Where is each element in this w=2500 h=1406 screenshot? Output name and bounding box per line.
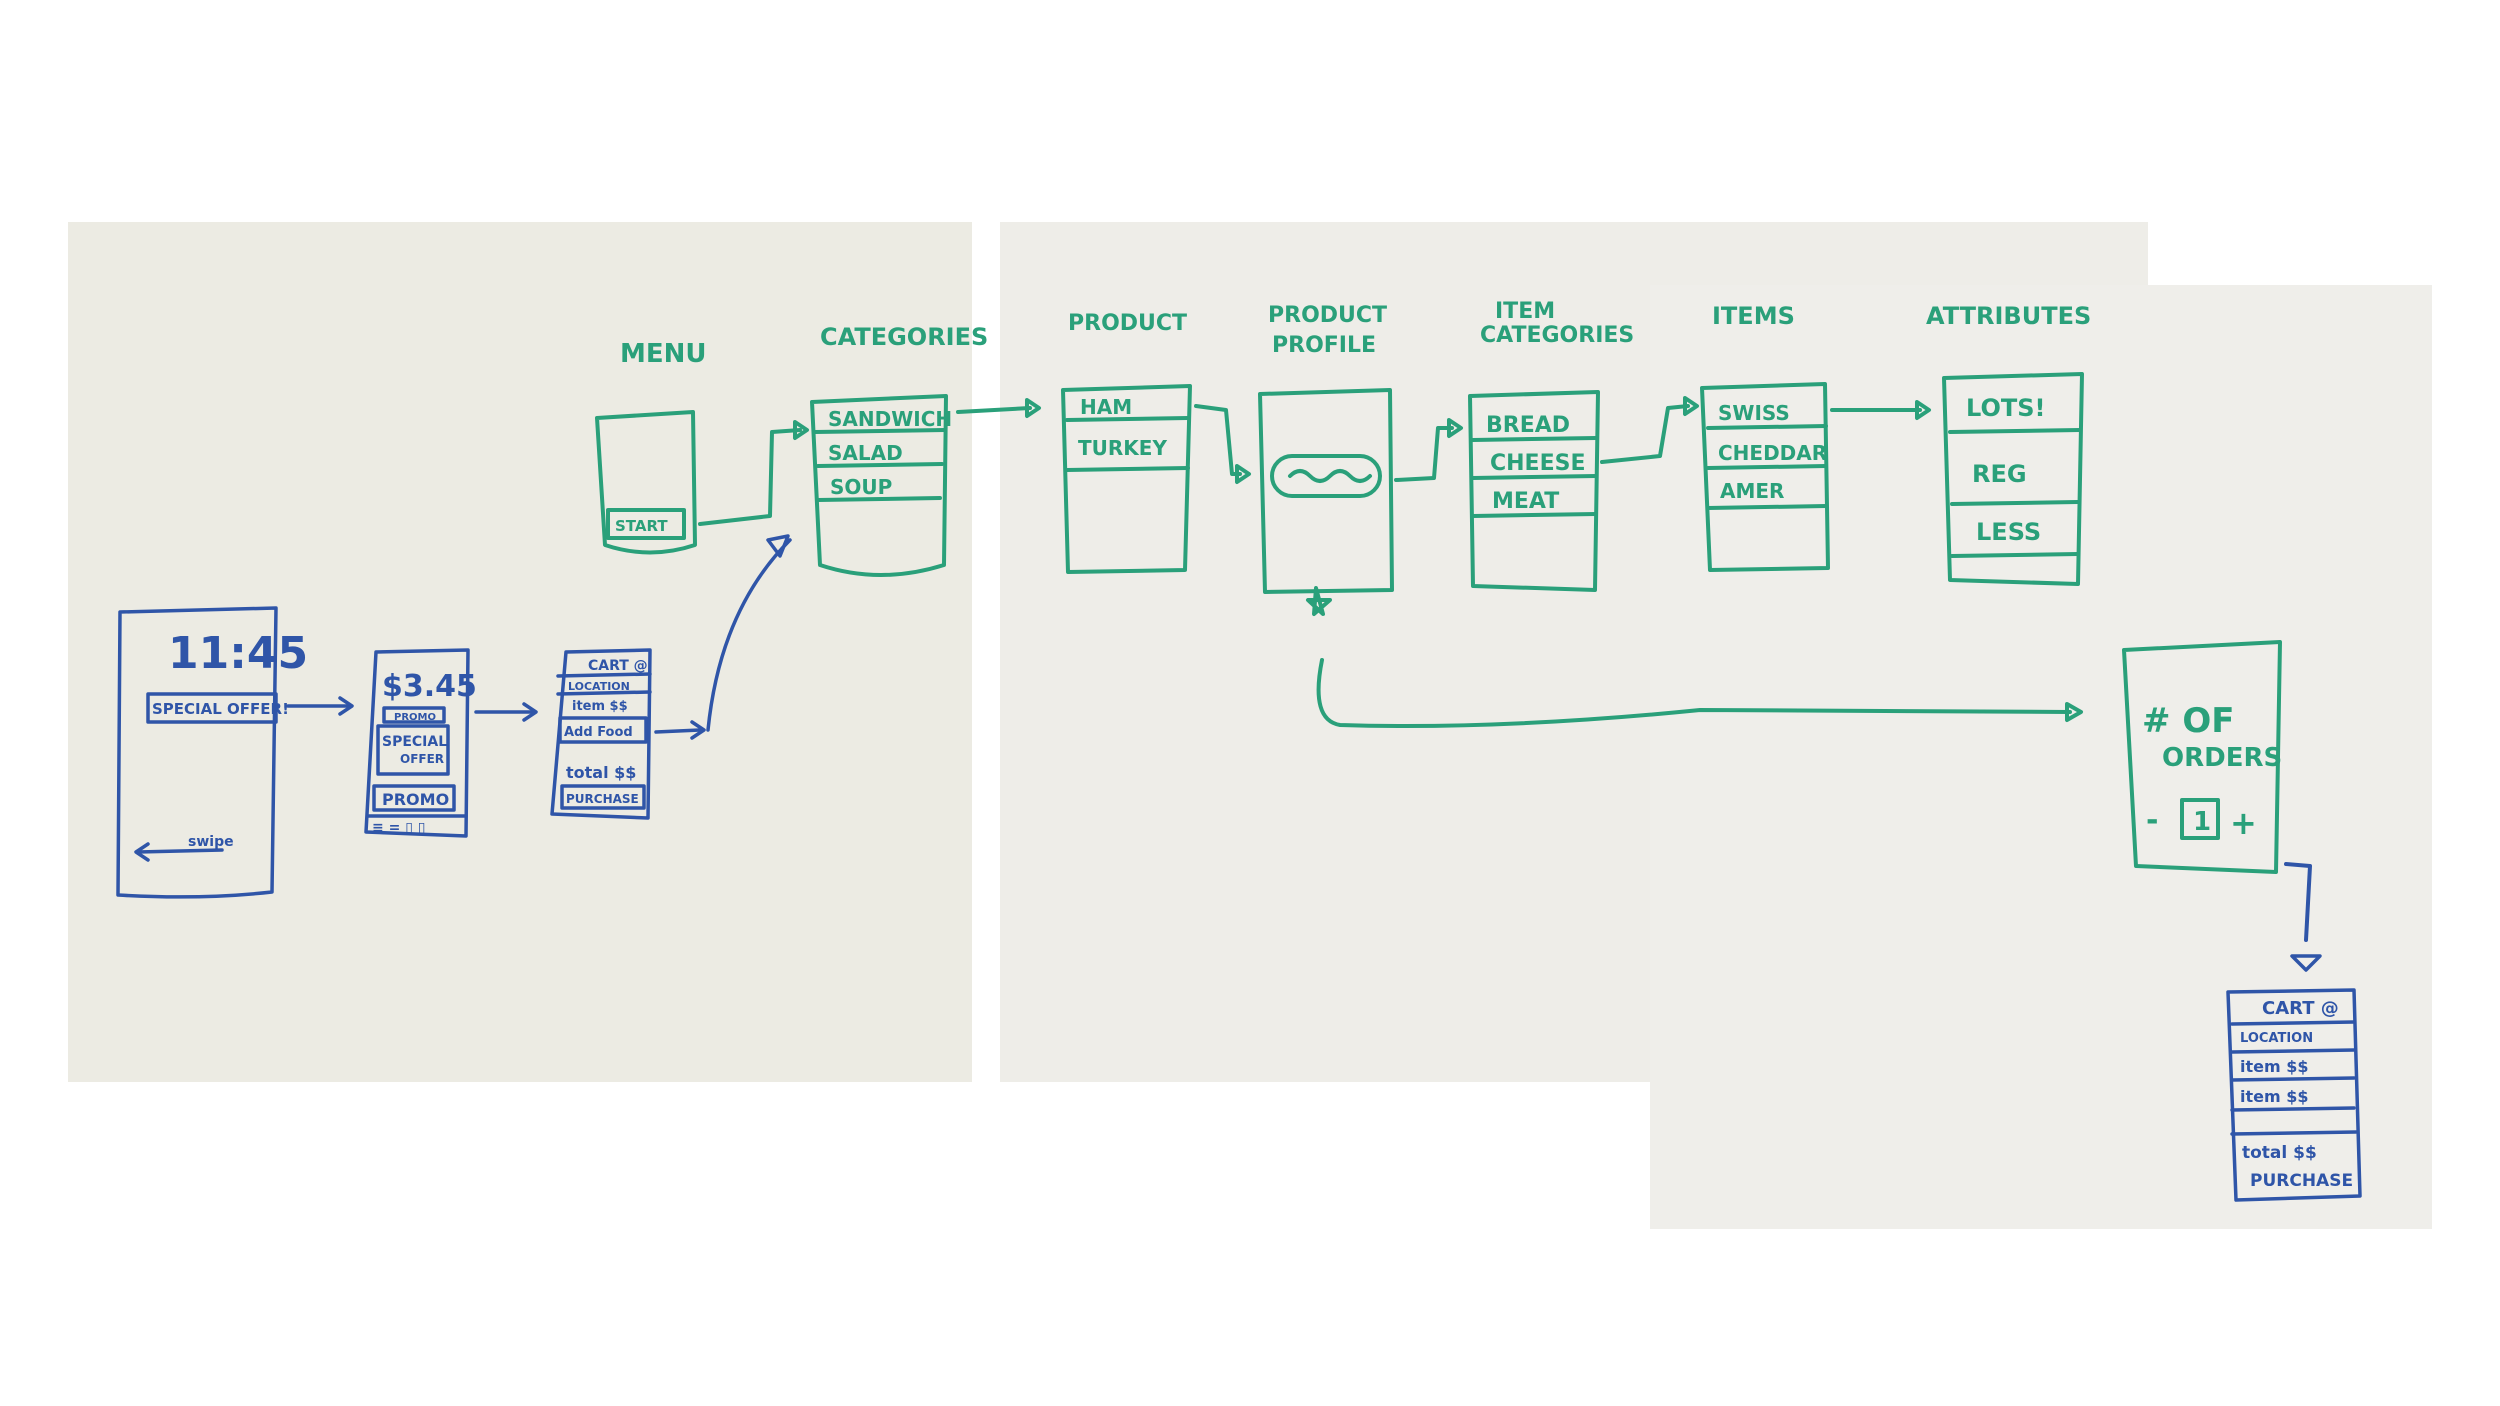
stage-label-attributes: ATTRIBUTES bbox=[1926, 302, 2091, 330]
product-screen: HAM TURKEY bbox=[1063, 386, 1190, 572]
offer-screen: $3.45 PROMO SPECIAL OFFER PROMO ≡ = ▯ ▯ bbox=[366, 650, 477, 836]
cart-small-item: item $$ bbox=[572, 699, 628, 714]
stage-label-product-profile-2: PROFILE bbox=[1272, 333, 1376, 358]
cart-final-item-2: item $$ bbox=[2240, 1087, 2309, 1106]
cart-screen-final: CART @ LOCATION item $$ item $$ total $$… bbox=[2228, 990, 2360, 1200]
product-item-turkey[interactable]: TURKEY bbox=[1078, 436, 1167, 460]
item-swiss[interactable]: SWISS bbox=[1718, 401, 1790, 425]
cart-screen-small: CART @ LOCATION item $$ Add Food total $… bbox=[552, 650, 650, 818]
arrow-orders-to-cart bbox=[2286, 864, 2310, 940]
item-category-meat[interactable]: MEAT bbox=[1492, 489, 1559, 514]
lock-screen-time: 11:45 bbox=[168, 628, 308, 679]
item-amer[interactable]: AMER bbox=[1720, 479, 1784, 503]
item-categories-screen: BREAD CHEESE MEAT bbox=[1470, 392, 1598, 590]
product-profile-screen bbox=[1260, 390, 1392, 592]
stage-label-menu: MENU bbox=[620, 339, 707, 369]
attribute-less[interactable]: LESS bbox=[1976, 518, 2041, 546]
attribute-reg[interactable]: REG bbox=[1972, 460, 2027, 488]
cart-final-total: total $$ bbox=[2242, 1143, 2317, 1163]
offer-bottom-nav[interactable]: ≡ = ▯ ▯ bbox=[372, 820, 426, 836]
category-item-sandwich[interactable]: SANDWICH bbox=[828, 407, 952, 431]
stage-label-items: ITEMS bbox=[1712, 302, 1795, 330]
offer-special-2: OFFER bbox=[400, 752, 444, 766]
lock-screen: 11:45 SPECIAL OFFER! swipe bbox=[118, 608, 308, 897]
arrow-cart-to-menu-b bbox=[708, 540, 790, 730]
item-cheddar[interactable]: CHEDDAR bbox=[1718, 441, 1827, 465]
cart-final-purchase[interactable]: PURCHASE bbox=[2250, 1171, 2353, 1191]
orders-label-1: # OF bbox=[2142, 701, 2234, 741]
orders-screen: # OF ORDERS - 1 + bbox=[2124, 642, 2282, 872]
arrow-item-categories-to-items bbox=[1602, 406, 1688, 462]
item-category-cheese[interactable]: CHEESE bbox=[1490, 451, 1586, 476]
orders-quantity[interactable]: 1 bbox=[2193, 807, 2211, 837]
stage-label-categories: CATEGORIES bbox=[820, 323, 988, 351]
cart-final-location: LOCATION bbox=[2240, 1031, 2313, 1046]
offer-price: $3.45 bbox=[382, 669, 477, 704]
menu-screen: START bbox=[597, 412, 695, 553]
stage-label-product-profile-1: PRODUCT bbox=[1268, 303, 1387, 328]
arrow-categories-to-product bbox=[958, 408, 1030, 412]
arrow-product-to-profile bbox=[1196, 406, 1240, 474]
stage-label-item-categories-1: ITEM bbox=[1495, 299, 1555, 324]
stage-label-product: PRODUCT bbox=[1068, 311, 1187, 336]
cart-small-title: CART @ bbox=[588, 658, 648, 674]
attributes-screen: LOTS! REG LESS bbox=[1944, 374, 2082, 584]
arrow-cart-to-menu-a bbox=[656, 730, 700, 732]
cart-final-item-1: item $$ bbox=[2240, 1057, 2309, 1076]
orders-minus-button[interactable]: - bbox=[2146, 803, 2158, 838]
attribute-lots[interactable]: LOTS! bbox=[1966, 394, 2045, 422]
cart-small-add-food[interactable]: Add Food bbox=[564, 725, 633, 740]
arrow-profile-to-item-categories bbox=[1396, 428, 1452, 480]
category-item-soup[interactable]: SOUP bbox=[830, 475, 892, 499]
product-item-ham[interactable]: HAM bbox=[1080, 395, 1132, 419]
items-screen: SWISS CHEDDAR AMER bbox=[1702, 384, 1828, 570]
orders-label-2: ORDERS bbox=[2162, 743, 2282, 773]
item-category-bread[interactable]: BREAD bbox=[1486, 413, 1570, 438]
arrow-profile-to-orders bbox=[1319, 660, 2070, 726]
offer-promo-button[interactable]: PROMO bbox=[382, 790, 449, 809]
swipe-hint[interactable]: swipe bbox=[188, 834, 234, 850]
categories-screen: SANDWICH SALAD SOUP bbox=[812, 396, 952, 575]
lock-screen-offer[interactable]: SPECIAL OFFER! bbox=[152, 700, 289, 718]
category-item-salad[interactable]: SALAD bbox=[828, 441, 903, 465]
swipe-arrow-icon bbox=[138, 850, 222, 852]
stage-label-item-categories-2: CATEGORIES bbox=[1480, 323, 1634, 348]
orders-plus-button[interactable]: + bbox=[2230, 804, 2257, 842]
cart-small-purchase[interactable]: PURCHASE bbox=[566, 792, 639, 806]
cart-small-total: total $$ bbox=[566, 763, 636, 782]
cart-final-title: CART @ bbox=[2262, 998, 2339, 1019]
start-button[interactable]: START bbox=[615, 517, 668, 535]
offer-price-sub[interactable]: PROMO bbox=[394, 712, 436, 723]
offer-special-1: SPECIAL bbox=[382, 734, 447, 750]
arrow-menu-to-categories bbox=[700, 430, 800, 524]
